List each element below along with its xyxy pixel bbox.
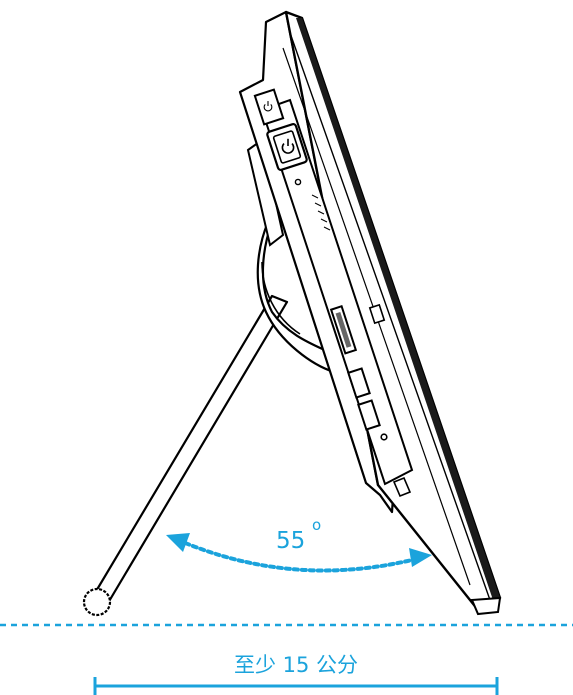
screen-edge — [296, 18, 500, 600]
power-icon — [263, 101, 273, 112]
distance-label: 至少 15 公分 — [234, 653, 358, 677]
vent-slits — [311, 194, 331, 231]
usb-port — [357, 399, 381, 431]
usb-port — [347, 367, 371, 399]
stand-leg — [82, 294, 289, 617]
power-button-top — [253, 88, 285, 126]
angle-value: 55 — [276, 528, 305, 554]
power-icon — [281, 138, 295, 154]
angle-arc — [176, 538, 422, 573]
side-connector — [368, 303, 386, 325]
angle-indicator: 55 o — [166, 516, 432, 573]
arrow-head-right — [409, 548, 432, 567]
distance-indicator: 至少 15 公分 — [93, 653, 499, 695]
power-buttons — [253, 88, 308, 186]
stand-foot — [82, 587, 112, 617]
degree-symbol: o — [312, 516, 321, 534]
arrow-head-left — [166, 533, 190, 552]
ports — [329, 305, 388, 441]
audio-jack — [380, 433, 388, 441]
indicator-led — [294, 178, 302, 186]
